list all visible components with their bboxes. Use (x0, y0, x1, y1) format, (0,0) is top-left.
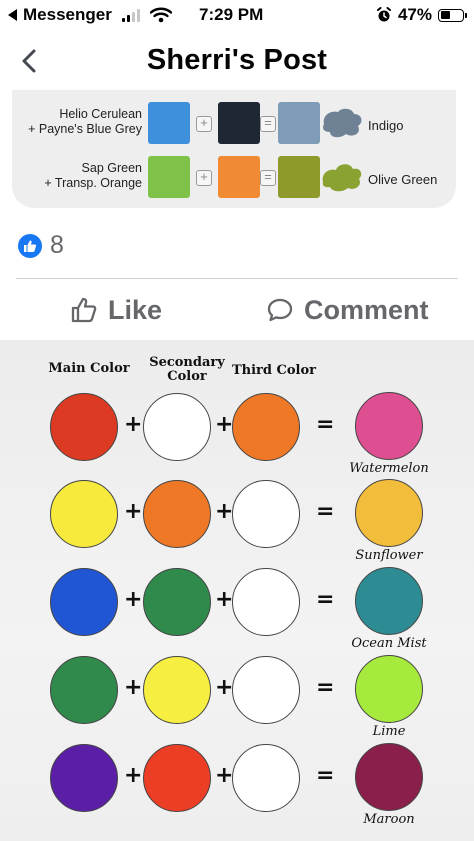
like-reaction-icon (18, 233, 42, 258)
main-color-circle (50, 744, 118, 812)
plus-sign: + (215, 763, 234, 788)
header-third-color: Third Color (231, 363, 316, 378)
secondary-color-circle (143, 568, 211, 636)
main-color-circle (50, 480, 118, 548)
swatch-color (218, 102, 260, 144)
secondary-color-circle (143, 744, 211, 812)
equals-sign: = (316, 763, 335, 788)
equals-sign: = (316, 675, 335, 700)
third-color-circle (232, 656, 300, 724)
third-color-circle (232, 393, 300, 461)
plus-icon: + (196, 170, 212, 186)
swatch-row: Sap Green + Transp. Orange + = Olive Gre… (12, 152, 456, 198)
nav-bar: Sherri's Post (0, 32, 474, 90)
swatch-row: Helio Cerulean + Payne's Blue Grey + = I… (12, 98, 456, 144)
swatch-color (218, 156, 260, 198)
swatch-label-line2: + Transp. Orange (44, 176, 142, 190)
reaction-summary[interactable]: 8 (18, 231, 64, 260)
result-color-circle (355, 655, 423, 723)
result-color-name: Maroon (363, 812, 415, 827)
main-color-circle (50, 393, 118, 461)
third-color-circle (232, 480, 300, 548)
like-button[interactable]: Like (70, 285, 162, 335)
cellular-signal-icon (121, 8, 140, 22)
swatch-color (278, 102, 320, 144)
status-bar: Messenger 7:29 PM 47% (0, 0, 474, 32)
plus-sign: + (215, 675, 234, 700)
clock: 7:29 PM (199, 5, 264, 24)
page-title: Sherri's Post (146, 44, 328, 76)
plus-sign: + (124, 675, 143, 700)
reaction-count: 8 (50, 231, 64, 259)
comment-button[interactable]: Comment (266, 285, 429, 335)
swatch-result-label: Olive Green (368, 172, 438, 187)
secondary-color-circle (143, 393, 211, 461)
header-secondary-line2: Color (167, 369, 207, 384)
like-label: Like (108, 294, 163, 325)
plus-sign: + (124, 499, 143, 524)
plus-sign: + (215, 499, 234, 524)
header-secondary-color: Secondary Color (140, 356, 234, 384)
alarm-icon (376, 7, 391, 22)
plus-icon: + (196, 116, 212, 132)
result-color-circle (355, 743, 423, 811)
swatch-label-line1: Helio Cerulean (59, 107, 142, 121)
swatch-color (148, 156, 190, 198)
result-color-name: Sunflower (355, 548, 423, 563)
plus-sign: + (215, 587, 234, 612)
equals-sign: = (316, 587, 335, 612)
result-color-circle (355, 392, 423, 460)
thumbs-up-icon (71, 297, 97, 323)
swatch-label-line1: Sap Green (81, 161, 142, 175)
header-main-color: Main Color (48, 361, 130, 376)
divider (16, 278, 458, 279)
post-actions: Like Comment (0, 285, 474, 335)
result-color-name: Watermelon (349, 461, 429, 476)
result-color-name: Ocean Mist (351, 636, 427, 651)
third-color-circle (232, 568, 300, 636)
plus-sign: + (215, 412, 234, 437)
secondary-color-circle (143, 656, 211, 724)
header-secondary-line1: Secondary (149, 355, 225, 370)
back-to-app[interactable]: Messenger (8, 5, 172, 25)
paint-blob-icon (322, 164, 362, 192)
chevron-left-icon (22, 49, 36, 73)
secondary-color-circle (143, 480, 211, 548)
comment-icon (267, 298, 293, 322)
third-color-circle (232, 744, 300, 812)
equals-icon: = (260, 170, 276, 186)
swatch-color (278, 156, 320, 198)
swatch-color (148, 102, 190, 144)
plus-sign: + (124, 412, 143, 437)
comment-label: Comment (304, 294, 429, 325)
wifi-icon (149, 7, 172, 23)
back-app-label: Messenger (23, 5, 112, 24)
equals-icon: = (260, 116, 276, 132)
swatch-label-line2: + Payne's Blue Grey (28, 122, 142, 136)
post-image-color-mixing[interactable]: Main Color Secondary Color Third Color +… (0, 340, 474, 841)
main-color-circle (50, 568, 118, 636)
result-color-circle (355, 479, 423, 547)
equals-sign: = (316, 499, 335, 524)
result-color-circle (355, 567, 423, 635)
paint-blob-icon (323, 108, 362, 138)
battery-icon (438, 8, 467, 22)
battery-percent: 47% (397, 5, 432, 24)
post-image-swatches[interactable]: Helio Cerulean + Payne's Blue Grey + = I… (12, 90, 456, 208)
plus-sign: + (124, 763, 143, 788)
result-color-name: Lime (372, 724, 406, 739)
back-triangle-icon (8, 9, 17, 21)
swatch-result-label: Indigo (368, 118, 404, 133)
back-button[interactable] (12, 44, 46, 78)
main-color-circle (50, 656, 118, 724)
plus-sign: + (124, 587, 143, 612)
equals-sign: = (316, 412, 335, 437)
